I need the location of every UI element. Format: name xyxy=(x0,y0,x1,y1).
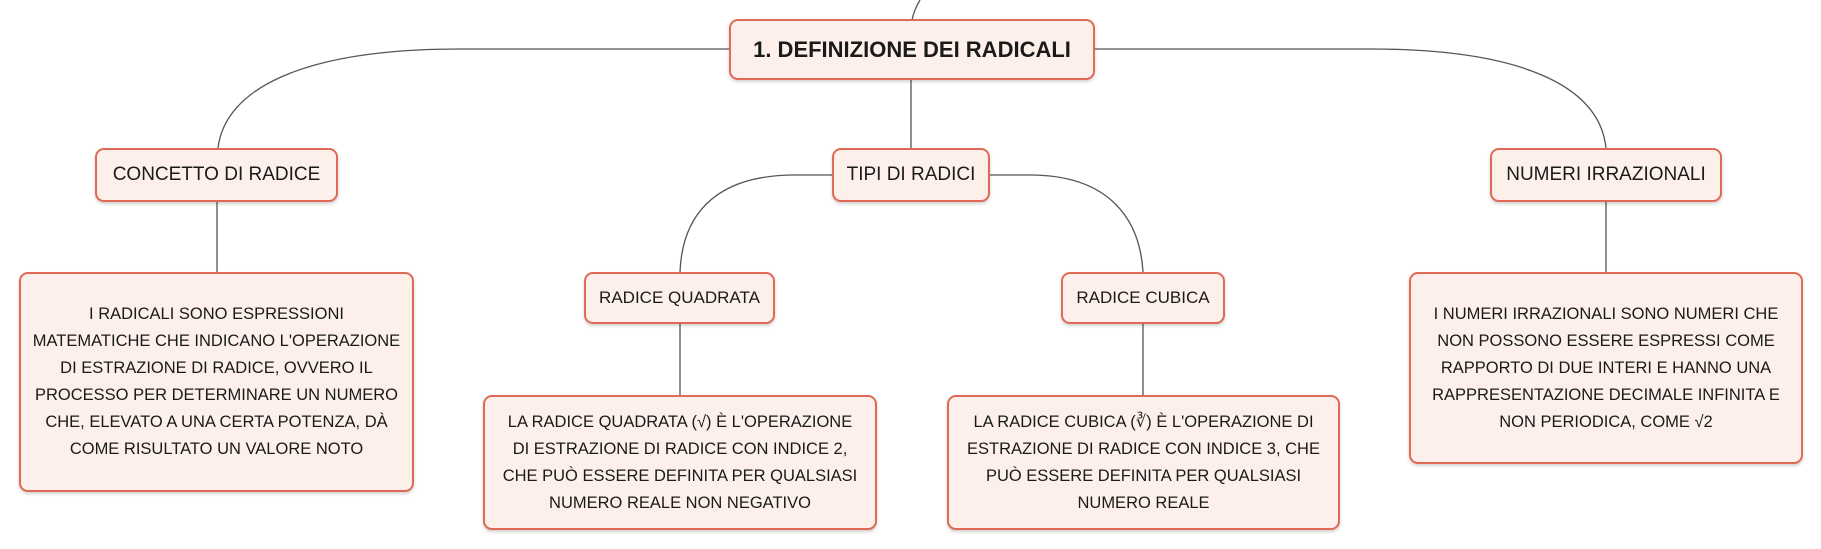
cubica-label: RADICE CUBICA xyxy=(1076,288,1210,307)
quadrata-label: RADICE QUADRATA xyxy=(599,288,760,307)
connector-main-to-concetto xyxy=(217,48,730,149)
concetto-node[interactable]: CONCETTO DI RADICE xyxy=(95,148,338,202)
irrazionali-node[interactable]: NUMERI IRRAZIONALI xyxy=(1490,148,1722,202)
concetto-description-text: I RADICALI SONO ESPRESSIONI MATEMATICHE … xyxy=(32,305,401,458)
connector-tipi-to-cubica xyxy=(989,174,1144,273)
irrazionali-description-text: I NUMERI IRRAZIONALI SONO NUMERI CHE NON… xyxy=(1432,304,1780,431)
concetto-description-node[interactable]: I RADICALI SONO ESPRESSIONI MATEMATICHE … xyxy=(19,272,414,492)
quadrata-node[interactable]: RADICE QUADRATA xyxy=(584,272,775,324)
connector-tipi-to-quadrata xyxy=(679,174,833,273)
tipi-label: TIPI DI RADICI xyxy=(846,164,976,185)
quadrata-description-node[interactable]: LA RADICE QUADRATA (√) È L'OPERAZIONE DI… xyxy=(483,395,877,530)
main-topic-node[interactable]: 1. DEFINIZIONE DEI RADICALI xyxy=(729,19,1095,80)
connector-parent-to-main xyxy=(911,0,921,21)
irrazionali-label: NUMERI IRRAZIONALI xyxy=(1506,164,1706,185)
cubica-description-text: LA RADICE CUBICA (∛) È L'OPERAZIONE DI E… xyxy=(967,412,1320,512)
tipi-node[interactable]: TIPI DI RADICI xyxy=(832,148,990,202)
quadrata-description-text: LA RADICE QUADRATA (√) È L'OPERAZIONE DI… xyxy=(502,412,858,512)
cubica-node[interactable]: RADICE CUBICA xyxy=(1061,272,1225,324)
concetto-label: CONCETTO DI RADICE xyxy=(112,164,321,185)
cubica-description-node[interactable]: LA RADICE CUBICA (∛) È L'OPERAZIONE DI E… xyxy=(947,395,1340,530)
connector-main-to-irrazionali xyxy=(1094,48,1607,149)
irrazionali-description-node[interactable]: I NUMERI IRRAZIONALI SONO NUMERI CHE NON… xyxy=(1409,272,1803,464)
main-topic-label: 1. DEFINIZIONE DEI RADICALI xyxy=(753,36,1071,62)
